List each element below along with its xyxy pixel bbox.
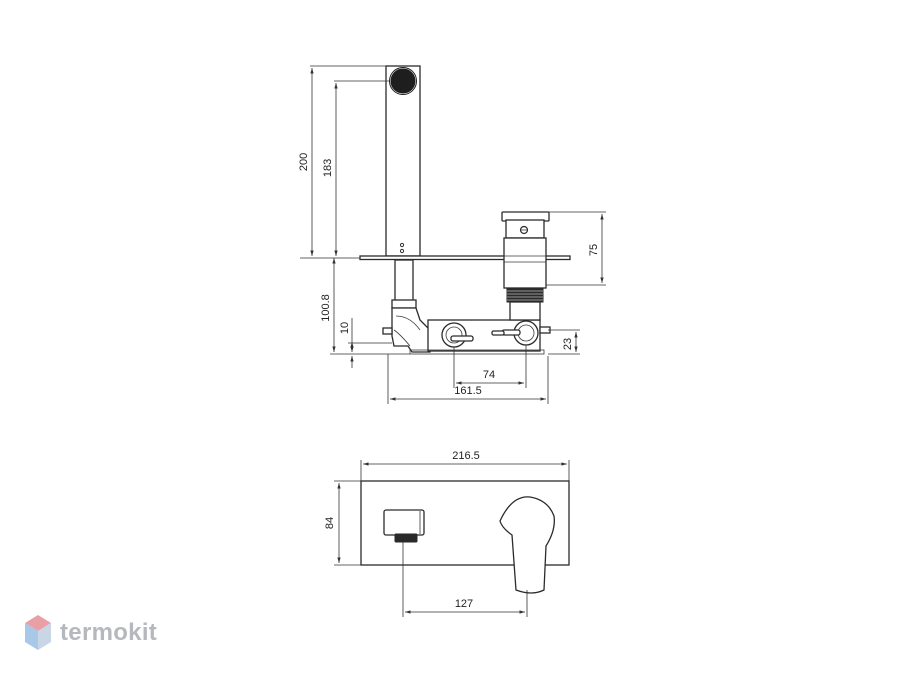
front-spout-nozzle: [394, 533, 418, 543]
dim-label-200: 200: [298, 153, 310, 171]
spout-outlet: [390, 68, 416, 94]
dim-label-23: 23: [562, 338, 574, 350]
connector-nut: [391, 299, 417, 309]
cartridge-collar: [503, 237, 547, 289]
termokit-logo-icon: [25, 615, 51, 650]
valve-handle-right: [501, 329, 521, 336]
dim-label-74: 74: [483, 369, 495, 381]
dim-label-10: 10: [339, 322, 351, 334]
mounting-ear-left: [382, 327, 393, 335]
aerator-dot: [399, 248, 405, 254]
dim-label-216-5: 216.5: [452, 450, 480, 462]
dim-label-100-8: 100.8: [320, 294, 332, 322]
aerator-dot: [399, 242, 405, 248]
dim-label-183: 183: [322, 159, 334, 177]
front-view: 216.5 84 127: [324, 450, 570, 617]
side-view: 200 183 75 100.8 10 23 74 161.: [298, 65, 606, 404]
dim-label-161-5: 161.5: [454, 385, 482, 397]
front-spout-outlet: [383, 509, 425, 536]
dim-label-127: 127: [455, 598, 473, 610]
elbow-fitting: [391, 307, 431, 353]
cartridge-stem: [509, 301, 541, 321]
dim-label-84: 84: [324, 517, 336, 529]
base-plate: [409, 349, 545, 355]
watermark-brand-text: termokit: [60, 619, 158, 646]
dim-label-75: 75: [588, 244, 600, 256]
connector-pipe: [394, 259, 414, 305]
valve-handle-left: [450, 335, 474, 342]
spout-column: [385, 65, 421, 257]
front-lever-handle: [499, 496, 555, 594]
termokit-watermark: termokit: [24, 614, 157, 652]
